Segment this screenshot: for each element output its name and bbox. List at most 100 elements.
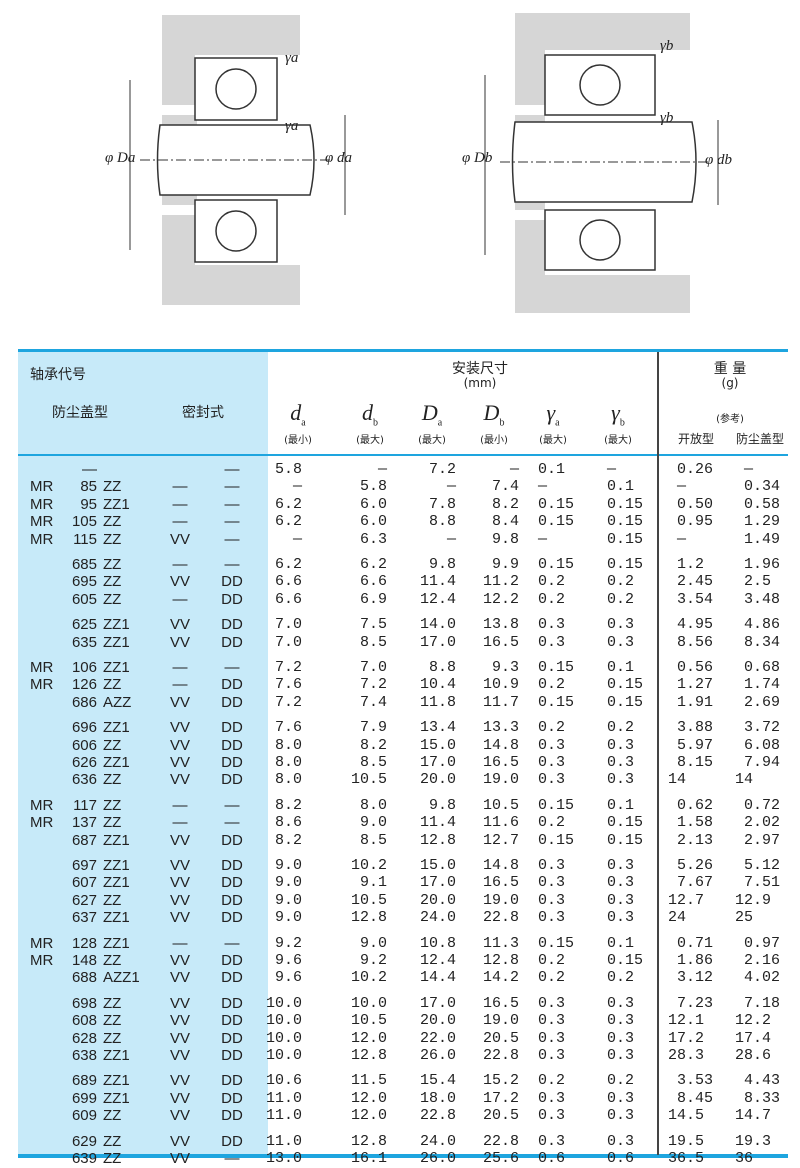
cell-seal-vv: — <box>172 676 188 694</box>
cell-weight-open: 3.53 <box>677 1072 714 1090</box>
cell-weight-open: 5.97 <box>677 736 714 754</box>
cell-da-min: 9.0 <box>274 857 302 874</box>
cell-suffix: ZZ1 <box>103 934 130 952</box>
cell-db-max: 9.0 <box>359 934 387 952</box>
cell-weight-open: 7.23 <box>677 994 714 1012</box>
cell-seal-dd: DD <box>221 1012 243 1030</box>
cell-suffix: ZZ <box>103 1107 122 1125</box>
cell-weight-open: 1.58 <box>677 814 714 832</box>
cell-Db-min: 9.8 <box>491 530 519 548</box>
cell-Db-min: 20.5 <box>482 1107 519 1125</box>
cell-seal-vv: — <box>172 513 188 531</box>
cell-Db-min: 8.2 <box>491 495 519 513</box>
cell-seal-dd: DD <box>221 616 243 634</box>
cell-Db-min: 16.5 <box>482 874 519 892</box>
cell-Db-min: 10.5 <box>482 796 519 814</box>
cell-weight-open: 12.7 <box>668 891 705 909</box>
cell-gamma-a-max: 0.3 <box>538 616 566 634</box>
cell-db-max: 7.2 <box>359 676 387 694</box>
cell-weight-open: 17.2 <box>668 1029 705 1047</box>
cell-number: 609 <box>71 1107 97 1125</box>
cell-seal-vv: VV <box>169 891 191 909</box>
cell-Db-min: 12.8 <box>482 952 519 969</box>
cell-gamma-b-max: 0.15 <box>607 513 644 531</box>
cell-gamma-a-max: 0.3 <box>538 633 566 651</box>
cell-db-max: 10.0 <box>350 994 387 1012</box>
cell-seal-dd: DD <box>221 1047 243 1064</box>
cell-seal-dd: — <box>224 556 240 573</box>
cell-seal-vv: VV <box>169 994 191 1012</box>
cell-Db-min: 11.6 <box>482 814 519 832</box>
cell-gamma-a-max: 0.15 <box>538 513 575 531</box>
cell-seal-dd: DD <box>221 693 243 711</box>
cell-db-max: 6.2 <box>359 556 387 573</box>
cell-Da-max: 18.0 <box>419 1089 456 1107</box>
cell-suffix: ZZ1 <box>103 659 130 676</box>
cell-gamma-b-max: 0.3 <box>607 909 635 927</box>
label-da: φ da <box>325 150 353 166</box>
cell-gamma-b-max: 0.2 <box>607 590 635 608</box>
cell-da-min: 10.0 <box>265 1047 302 1064</box>
cell-seal-dd: DD <box>221 719 243 737</box>
cell-number: 106 <box>71 659 97 676</box>
cell-Da-max: 20.0 <box>419 891 456 909</box>
cell-number: 148 <box>71 952 97 969</box>
cell-db-max: 6.0 <box>359 513 387 531</box>
cell-db-max: 7.4 <box>359 693 387 711</box>
cell-Da-max: — <box>446 530 456 548</box>
cell-Da-max: 20.0 <box>419 1012 456 1030</box>
cell-number: 605 <box>71 590 97 608</box>
header-bearing-code: 轴承代号 <box>30 367 86 383</box>
cell-weight-open: 5.26 <box>677 857 714 874</box>
header-reference: (参考) <box>716 414 744 425</box>
cell-seal-dd: — <box>224 478 240 496</box>
cell-weight-shielded: 2.69 <box>744 693 781 711</box>
column-header-subscript: a <box>301 417 306 429</box>
cell-Db-min: 12.2 <box>482 590 519 608</box>
cell-weight-shielded: 14 <box>735 771 754 789</box>
header-weight-unit: (g) <box>721 376 739 390</box>
cell-seal-vv: VV <box>169 693 191 711</box>
cell-Da-max: 11.4 <box>419 573 456 591</box>
label-Db: φ Db <box>462 150 493 166</box>
cell-suffix: ZZ1 <box>103 909 130 927</box>
cell-seal-vv: VV <box>169 573 191 591</box>
cell-seal-vv: VV <box>169 874 191 892</box>
table-row: ——5.8—7.2—0.1—0.26— <box>0 461 800 478</box>
cell-db-max: 12.8 <box>350 1047 387 1064</box>
cell-db-max: 10.5 <box>350 891 387 909</box>
cell-gamma-b-max: 0.1 <box>607 659 635 676</box>
cell-suffix: AZZ <box>103 693 132 711</box>
cell-suffix: ZZ <box>103 736 122 754</box>
cell-weight-shielded: 3.48 <box>744 590 781 608</box>
cell-seal-dd: DD <box>221 1072 243 1090</box>
cell-gamma-b-max: 0.2 <box>607 719 635 737</box>
cell-db-max: 5.8 <box>359 478 387 496</box>
cell-seal-dd: DD <box>221 857 243 874</box>
cell-da-min: 5.8 <box>274 461 302 478</box>
cell-number: 639 <box>71 1150 97 1167</box>
cell-seal-dd: DD <box>221 771 243 789</box>
cell-gamma-a-max: 0.3 <box>538 736 566 754</box>
cell-suffix: ZZ <box>103 1132 122 1150</box>
cell-db-max: 6.9 <box>359 590 387 608</box>
cell-weight-open: 0.71 <box>677 934 714 952</box>
cell-gamma-a-max: 0.15 <box>538 796 575 814</box>
column-header-symbol: db <box>362 400 378 429</box>
cell-Db-min: — <box>509 461 519 478</box>
cell-seal-vv: VV <box>169 771 191 789</box>
cell-gamma-b-max: 0.15 <box>607 676 644 694</box>
cell-weight-shielded: 4.02 <box>744 969 781 987</box>
cell-prefix: MR <box>30 814 54 832</box>
cell-Db-min: 14.8 <box>482 736 519 754</box>
cell-Db-min: 7.4 <box>491 478 519 496</box>
cell-gamma-b-max: 0.3 <box>607 1132 635 1150</box>
cell-seal-dd: — <box>224 659 240 676</box>
cell-seal-dd: DD <box>221 1029 243 1047</box>
